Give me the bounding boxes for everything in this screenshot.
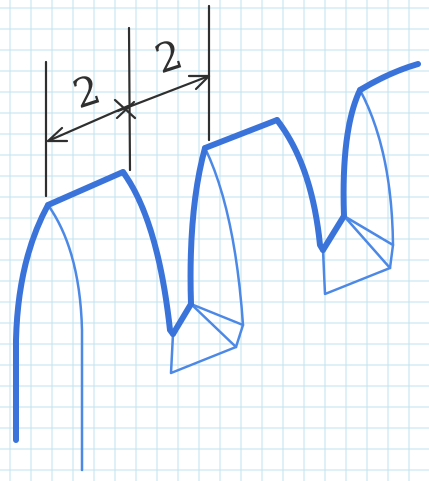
- tooth-profile: [13, 61, 421, 443]
- tooth-2-top-land: [202, 117, 280, 151]
- tooth-1-rear-flank: [120, 169, 176, 337]
- dimension-label-right: 2: [150, 32, 188, 84]
- tooth-3-back-edge: [358, 88, 395, 270]
- back-edges: [46, 88, 395, 472]
- arrowhead-right: [187, 74, 211, 91]
- tooth-1-back-edge: [46, 203, 84, 472]
- tooth-1-top-land: [45, 169, 126, 208]
- gullet-2-floor: [320, 213, 347, 253]
- tooth-2-front-flank: [187, 145, 208, 307]
- gullet-2-edge-lower: [342, 214, 392, 270]
- dimension-line-right: [116, 74, 211, 113]
- dimension-line-left: [46, 104, 130, 143]
- dimension-annotation: [44, 4, 211, 198]
- gullet-1-edge: [189, 302, 245, 327]
- tooth-2-back-edge: [203, 146, 245, 349]
- gullet-1-edge-lower: [189, 302, 238, 349]
- tooth-3-front-flank: [340, 87, 363, 219]
- tooth-3-top-land: [357, 61, 421, 93]
- gullet-2-edge: [342, 214, 395, 247]
- tooth-2-rear-flank: [274, 117, 326, 253]
- arrowhead-left: [46, 126, 69, 143]
- gullet-1-floor: [170, 301, 194, 337]
- extension-line-middle: [127, 26, 132, 172]
- gullet-1-rim: [169, 332, 238, 375]
- tick-mark-center: [113, 98, 137, 120]
- gullet-2-rim: [321, 248, 392, 296]
- tooth-1-front-flank: [13, 202, 51, 443]
